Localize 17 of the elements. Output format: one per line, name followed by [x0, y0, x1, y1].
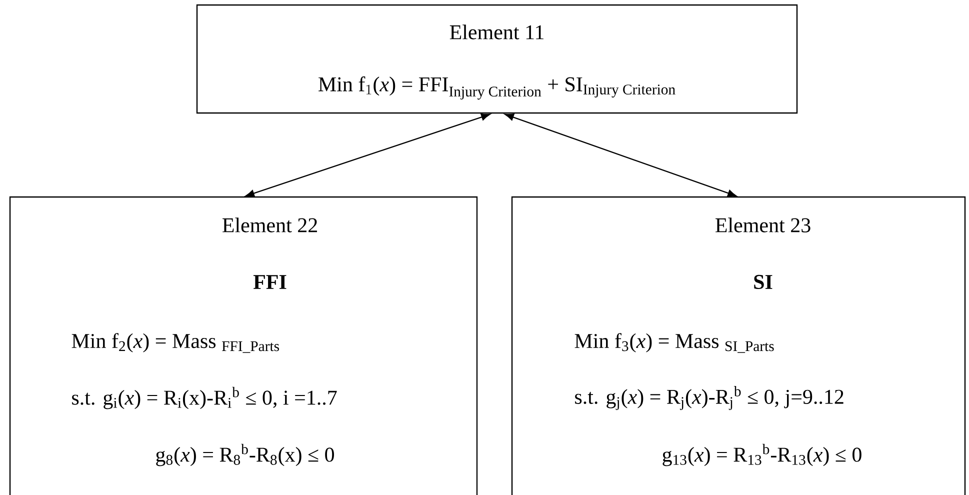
formula-line: Min f$_{2}$(x) = Mass $_{FFI_Parts}$	[72, 333, 279, 353]
element-box	[196, 4, 798, 114]
formula-line: Min f$_{3}$(x) = Mass $_{SI_Parts}$	[574, 333, 774, 353]
arrow	[504, 114, 737, 197]
element-box	[9, 196, 478, 495]
element-title: Element 23	[716, 218, 810, 232]
section-heading: SI	[754, 274, 772, 290]
formula-line: g$_{8}$(x) = R$_{8}$$^{b}$-R$_{8}$(x) ≤ 0	[156, 444, 334, 466]
element-title: Element 11	[450, 24, 544, 40]
arrow	[245, 113, 490, 197]
element-box	[511, 196, 966, 495]
section-heading: $\text{Min f}_{1}\text{(\textit{x}) = FFI}_{\text{Injury Criterion}}\text{ + SI}_{\text{Injury Criterion}}$	[318, 76, 676, 100]
formula-line: s.t. g$_{j}$(x) = R$_{j}$(x)-R$_{j}$$^{b}$ ≤ 0, j=9..12	[575, 386, 844, 410]
section-heading: FFI	[253, 275, 286, 289]
formula-line: g$_{13}$(x) = R$_{13}$$^{b}$-R$_{13}$(x) ≤ 0	[662, 444, 862, 466]
element-title: Element 22	[222, 218, 317, 232]
formula-line: s.t. g$_{i}$(x) = R$_{i}$(x)-R$_{i}$$^{b}$ ≤ 0, i =1..7	[72, 386, 337, 410]
